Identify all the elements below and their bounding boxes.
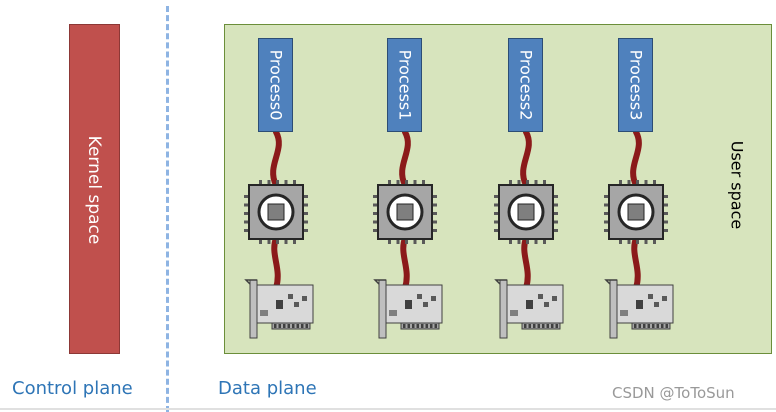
process-cpu-link-1 xyxy=(399,129,411,188)
process-box-2 xyxy=(508,38,543,132)
cpu-nic-link-1 xyxy=(400,235,410,291)
cpu-chip-icon-1 xyxy=(373,180,437,244)
bottom-rule xyxy=(0,408,776,410)
process-cpu-link-0 xyxy=(270,129,282,188)
network-card-icon-1 xyxy=(373,279,443,339)
process-cpu-link-3 xyxy=(630,129,642,188)
process-box-1 xyxy=(387,38,422,132)
process-cpu-link-2 xyxy=(520,129,532,188)
cpu-chip-icon-0 xyxy=(244,180,308,244)
cpu-nic-link-3 xyxy=(631,235,641,291)
network-card-icon-0 xyxy=(244,279,314,339)
cpu-nic-link-0 xyxy=(271,235,281,291)
cpu-chip-icon-3 xyxy=(604,180,668,244)
network-card-icon-3 xyxy=(604,279,674,339)
network-card-icon-2 xyxy=(494,279,564,339)
watermark-text: CSDN @ToToSun xyxy=(612,384,735,402)
data-plane-label: Data plane xyxy=(218,378,317,399)
kernel-space-box xyxy=(69,24,120,354)
process-box-3 xyxy=(618,38,653,132)
cpu-chip-icon-2 xyxy=(494,180,558,244)
plane-divider xyxy=(166,6,169,412)
control-plane-label: Control plane xyxy=(12,378,133,399)
process-box-0 xyxy=(258,38,293,132)
cpu-nic-link-2 xyxy=(521,235,531,291)
